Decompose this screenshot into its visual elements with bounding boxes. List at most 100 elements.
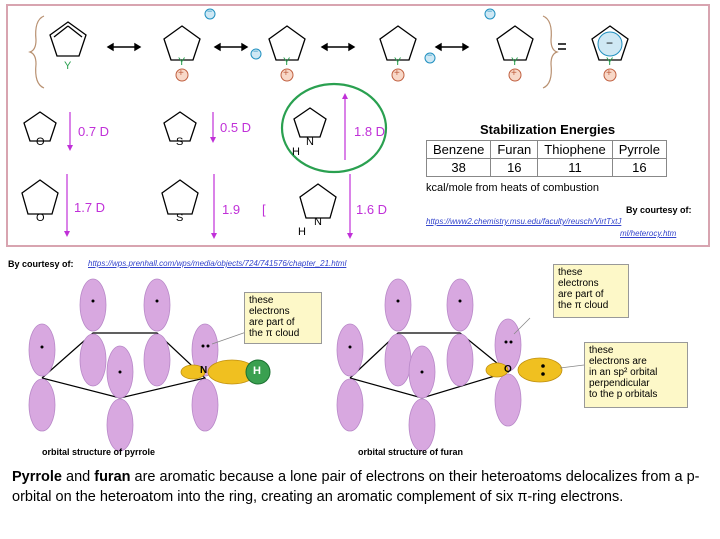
credit-link[interactable]: https://wps.prenhall.com/wps/media/objec… (88, 259, 347, 268)
heteroatom-label: N (314, 216, 322, 228)
top-panel (6, 4, 710, 247)
ring-2 (163, 25, 201, 61)
callout-line: the π cloud (558, 300, 609, 311)
atom-label: Y (511, 56, 519, 68)
atom-label: Y (606, 56, 614, 68)
heteroatom-label: N (306, 136, 314, 148)
callout-line: the π cloud (249, 328, 300, 339)
equals-icon (558, 43, 566, 50)
dipole-value: 1.7 D (74, 200, 106, 215)
stray-mark: [ (262, 202, 266, 217)
minus-charge: − (487, 6, 493, 16)
minus-charge: − (427, 50, 433, 60)
pyrrole-orbital-diagram (28, 278, 271, 452)
heteroatom-label: S (176, 136, 184, 148)
resonance-bracket-right (542, 15, 559, 89)
pyrrole-ring (293, 107, 327, 138)
callout-line: perpendicular (589, 378, 650, 389)
plus-charge: + (606, 68, 612, 79)
dipole-value: 1.8 D (354, 124, 386, 139)
pyrrolidine-ring (299, 183, 337, 219)
stabilization-table: Benzene Furan Thiophene Pyrrole 38 16 11… (425, 140, 667, 177)
dipole-arrow-icon (64, 93, 353, 239)
table-row: 38 16 11 16 (425, 158, 667, 177)
minus-charge-circles (204, 8, 496, 64)
dipole-value: 1.9 (222, 202, 241, 217)
nitrogen-label: N (200, 365, 208, 376)
minus-charge: − (207, 6, 213, 16)
hydrogen-label: H (298, 226, 306, 238)
callout-line: are part of (249, 317, 295, 328)
table-cell: 38 (425, 158, 492, 177)
table-cell: 11 (537, 158, 613, 177)
furan-orbital-diagram (336, 278, 585, 452)
hybrid-circle (597, 31, 623, 57)
dipole-value: 1.6 D (356, 202, 388, 217)
furan-caption: orbital structure of furan (358, 447, 464, 457)
stabilization-note: kcal/mole from heats of combustion (426, 182, 600, 194)
thiolane-ring (161, 179, 199, 215)
credit-link[interactable]: ml/heterocy.htm (620, 229, 677, 238)
table-header-cell: Thiophene (537, 140, 613, 159)
ring-1 (49, 21, 87, 57)
atom-label: Y (394, 56, 402, 68)
heteroatom-label: O (36, 136, 45, 148)
summary-text: and (61, 469, 95, 485)
ring-4 (379, 25, 417, 61)
atom-label: Y (64, 60, 72, 72)
callout-line: electrons (249, 306, 290, 317)
callout-line: these (558, 267, 583, 278)
heteroatom-label: S (176, 212, 184, 224)
left-right-arrow-icon (106, 42, 470, 52)
hydrogen-label: H (292, 146, 300, 158)
hydrogen-label: H (253, 365, 261, 377)
plus-charge: + (283, 68, 289, 79)
table-header-cell: Benzene (425, 140, 492, 159)
minus-charge: − (253, 46, 259, 56)
dipole-value: 0.7 D (78, 124, 110, 139)
heteroatom-label: O (36, 212, 45, 224)
furan-callout: these electrons are part of the π cloud (553, 264, 629, 318)
callout-line: in an sp² orbital (589, 367, 658, 378)
callout-line: are part of (558, 289, 604, 300)
callout-line: electrons (558, 278, 599, 289)
table-header-row: Benzene Furan Thiophene Pyrrole (425, 140, 667, 159)
callout-line: electrons are (589, 356, 647, 367)
thiophene-ring (163, 111, 197, 142)
atom-label: Y (178, 56, 186, 68)
ring-hybrid (591, 25, 629, 61)
callout-line: these (249, 295, 274, 306)
plus-charge: + (394, 68, 400, 79)
ring-5 (496, 25, 534, 61)
pyrrole-caption: orbital structure of pyrrole (42, 447, 156, 457)
ring-3 (268, 25, 306, 61)
table-cell: 16 (490, 158, 539, 177)
hybrid-minus: − (606, 36, 614, 50)
stabilization-title: Stabilization Energies (480, 122, 616, 137)
atom-label: Y (283, 56, 291, 68)
summary-bold: Pyrrole (12, 469, 62, 485)
dipole-value: 0.5 D (220, 120, 252, 135)
furan-ring (23, 111, 57, 142)
summary-bold: furan (94, 469, 131, 485)
summary-paragraph: Pyrrole and furan are aromatic because a… (12, 467, 712, 507)
plus-charge-circles (175, 68, 617, 82)
green-circle-highlight (280, 82, 388, 174)
pyrrole-callout: these electrons are part of the π cloud (244, 292, 322, 344)
thf-ring (21, 179, 59, 215)
table-cell: 16 (611, 158, 667, 177)
plus-charge: + (511, 68, 517, 79)
furan-sp2-callout: these electrons are in an sp² orbital pe… (584, 342, 688, 408)
callout-line: to the p orbitals (589, 389, 658, 400)
table-header-cell: Furan (490, 140, 539, 159)
plus-charge: + (178, 68, 184, 79)
oxygen-label: O (504, 364, 512, 375)
callout-line: these (589, 345, 614, 356)
resonance-bracket (28, 15, 45, 89)
credit-label: By courtesy of: (626, 205, 692, 215)
credit-link[interactable]: https://www2.chemistry.msu.edu/faculty/r… (426, 217, 622, 226)
summary-text: are aromatic because a lone pair of elec… (12, 469, 700, 505)
table-header-cell: Pyrrole (611, 140, 667, 159)
credit-label: By courtesy of: (8, 259, 74, 269)
